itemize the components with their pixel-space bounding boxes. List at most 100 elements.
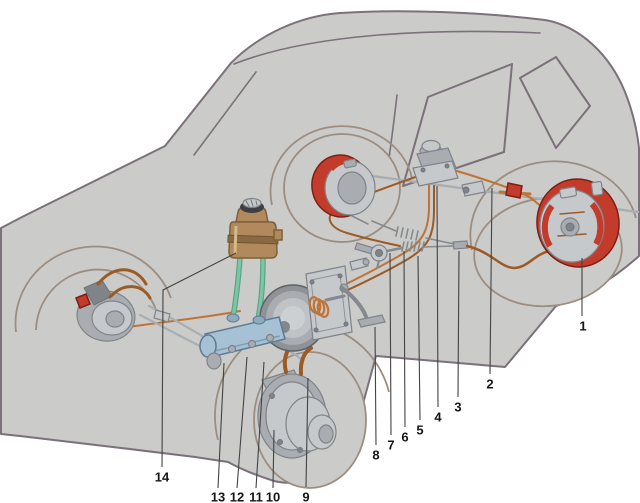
rear-right-drum-brake — [536, 178, 620, 268]
port-1 — [226, 313, 240, 323]
callout-label-2: 2 — [486, 376, 494, 392]
lever-pivot — [375, 249, 383, 257]
left-rear-cable — [425, 237, 455, 245]
front-left-wheel-arch — [14, 245, 172, 333]
hub-face — [337, 171, 367, 205]
callout-label-12: 12 — [229, 489, 245, 503]
callout-label-10: 10 — [265, 489, 281, 503]
body-bracket — [590, 181, 604, 196]
callout-leader-5 — [417, 255, 421, 421]
callout-leader-10 — [272, 429, 275, 489]
left-cable-spring — [395, 226, 419, 241]
lever-rod — [385, 246, 404, 253]
tee-port — [462, 186, 470, 194]
shoe-spring-upper — [559, 211, 585, 215]
fluid-reservoir — [227, 197, 283, 322]
callout-label-1: 1 — [579, 318, 587, 334]
front-left-disc-brake — [75, 268, 152, 342]
rear-left-drum-brake — [311, 154, 376, 225]
callout-leader-6 — [403, 250, 406, 428]
pushrod — [324, 294, 346, 302]
pedal-pad — [357, 314, 386, 328]
pipe-union-fitting — [153, 309, 171, 323]
outlet-fitting-1 — [227, 344, 237, 354]
quarter-window — [519, 56, 591, 149]
shoe-link — [351, 215, 369, 225]
bracket-bolt-1 — [309, 279, 315, 285]
hose-bracket — [505, 182, 523, 199]
callout-label-4: 4 — [434, 409, 442, 425]
callout-leader-3 — [457, 250, 460, 398]
wheel-cylinder — [343, 158, 357, 169]
wheel-cylinder — [559, 186, 578, 199]
callout-label-14: 14 — [154, 469, 170, 485]
master-cylinder — [199, 313, 286, 370]
stud-3 — [297, 447, 303, 453]
regulator-bolt-2 — [444, 163, 450, 169]
parking-brake-lever — [354, 242, 388, 269]
left-cable-to-drum — [371, 220, 397, 232]
pedal-assembly — [305, 257, 386, 341]
clutch-cylinder-end — [362, 258, 370, 266]
supply-hose-1 — [231, 255, 242, 319]
outlet-fitting-3 — [265, 333, 275, 343]
callout-leader-lines — [161, 185, 583, 489]
callout-label-9: 9 — [302, 489, 310, 503]
flex-hose-2 — [108, 285, 152, 300]
supply-hose-2 — [256, 255, 265, 321]
cable-equalizer — [452, 240, 469, 250]
caliper-detail — [75, 293, 91, 309]
callout-leader-11 — [255, 361, 265, 489]
lever-stub — [376, 260, 380, 269]
booster-spring — [308, 296, 330, 318]
brake-shoe-left — [541, 204, 555, 248]
front-right-disc-brake — [257, 342, 337, 459]
callout-label-6: 6 — [401, 429, 409, 445]
reservoir-highlight — [233, 225, 238, 255]
rear-right-wheel-arch — [469, 160, 637, 251]
cap-knurl-2 — [250, 199, 254, 207]
callout-label-13: 13 — [210, 489, 226, 503]
bracket-bolt-3 — [313, 327, 319, 333]
level-sensor — [206, 352, 222, 370]
stud-1 — [269, 393, 275, 399]
bearing-cap-center — [318, 424, 334, 444]
callout-leader-7 — [389, 252, 392, 436]
regulator-to-rear-left-pipe — [328, 174, 422, 247]
callout-leader-13 — [217, 362, 225, 489]
bracket-bolt-2 — [337, 273, 343, 279]
front-cable — [422, 245, 455, 248]
callout-leader-12 — [236, 356, 248, 489]
callout-label-5: 5 — [416, 422, 424, 438]
flex-hose-1 — [96, 268, 148, 286]
windshield-pillar-line — [193, 71, 257, 156]
outlet-fitting-2 — [247, 339, 257, 349]
callout-leader-4 — [436, 185, 439, 408]
port-2 — [252, 315, 266, 325]
pedal-bracket — [305, 265, 353, 341]
bracket-bolt-4 — [343, 321, 349, 327]
roof-gutter-line — [233, 30, 541, 65]
callout-label-7: 7 — [387, 437, 395, 453]
cap-knurl-1 — [245, 200, 250, 207]
callout-label-11: 11 — [249, 489, 263, 503]
rear-hose-bracket — [461, 180, 604, 199]
hub-center — [565, 222, 575, 232]
brake-shoe-right — [589, 201, 604, 246]
regulator-bolt-1 — [420, 167, 426, 173]
stud-2 — [277, 439, 283, 445]
cap-knurl-3 — [255, 200, 258, 206]
flex-hose-2 — [298, 346, 313, 376]
callout-leader-8 — [374, 326, 377, 446]
callout-leader-2 — [489, 187, 493, 375]
hub-cap — [105, 310, 125, 328]
callout-leader-14 — [161, 252, 237, 468]
rear-left-wheel-arch — [269, 125, 413, 206]
reservoir-tab — [273, 229, 283, 241]
callout-label-3: 3 — [454, 399, 462, 415]
callout-label-8: 8 — [372, 447, 380, 463]
front-cable-spring — [401, 241, 425, 252]
callout-leader-9 — [305, 377, 309, 488]
